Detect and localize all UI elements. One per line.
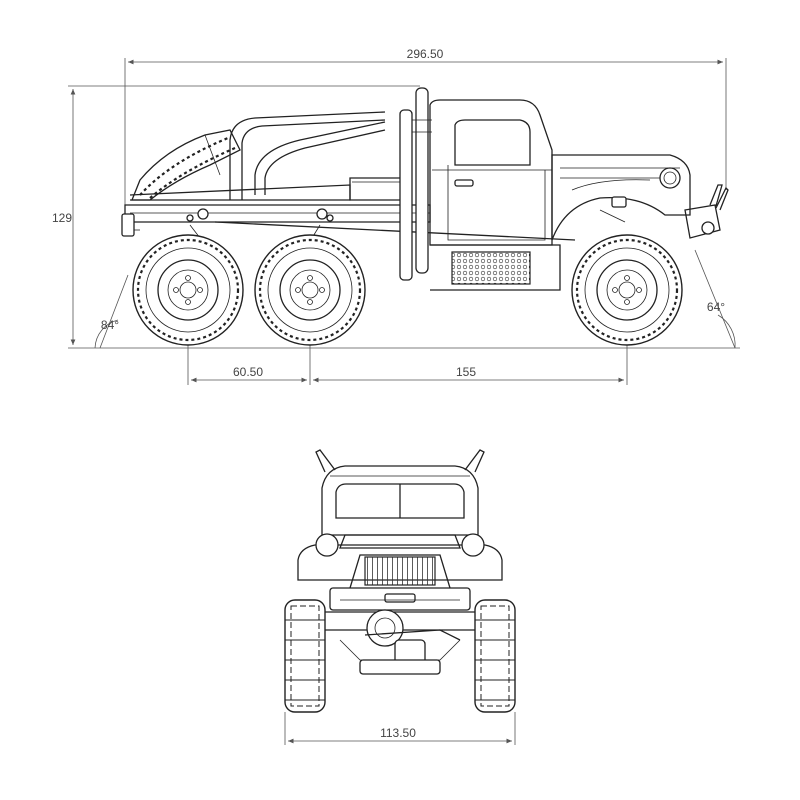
dimension-track-width: 113.50 xyxy=(284,712,516,745)
wheelbase-front-label: 155 xyxy=(456,365,476,379)
right-exhaust xyxy=(464,449,485,473)
front-axle xyxy=(319,609,481,675)
wheelbase-rear-label: 60.50 xyxy=(233,365,263,379)
dimension-height: 129 xyxy=(52,85,740,349)
front-wheel xyxy=(571,234,683,346)
front-bumper xyxy=(684,184,729,239)
front-hood xyxy=(297,533,503,586)
overall-length-label: 296.50 xyxy=(407,47,444,61)
front-right-tire xyxy=(474,599,516,713)
dimension-overall-length: 296.50 xyxy=(124,47,727,215)
track-width-label: 113.50 xyxy=(380,726,416,740)
approach-angle-label: 64° xyxy=(707,300,725,314)
spare-tire xyxy=(131,129,241,201)
rear-wheel-2 xyxy=(254,234,366,346)
front-view: 113.50 xyxy=(284,449,516,745)
dimension-approach-angle: 64° xyxy=(694,249,736,349)
dimension-wheelbase: 60.50 155 xyxy=(187,330,628,385)
cab xyxy=(429,99,553,246)
exhaust-stack xyxy=(399,87,432,281)
front-cab xyxy=(321,465,479,536)
height-label: 129 xyxy=(52,211,72,225)
front-bumper-view xyxy=(329,554,471,611)
truck-bed xyxy=(129,111,406,201)
dimension-departure-angle: 84° xyxy=(94,274,129,349)
rear-wheel-1 xyxy=(132,234,244,346)
side-grille xyxy=(430,244,561,291)
departure-angle-label: 84° xyxy=(101,318,119,332)
front-left-tire xyxy=(284,599,326,713)
left-exhaust xyxy=(315,449,336,473)
right-headlight-icon xyxy=(461,533,485,557)
side-view: 296.50 129 60.50 155 84° xyxy=(52,47,740,385)
front-grille xyxy=(364,556,436,586)
hood xyxy=(551,154,691,241)
left-headlight-icon xyxy=(315,533,339,557)
